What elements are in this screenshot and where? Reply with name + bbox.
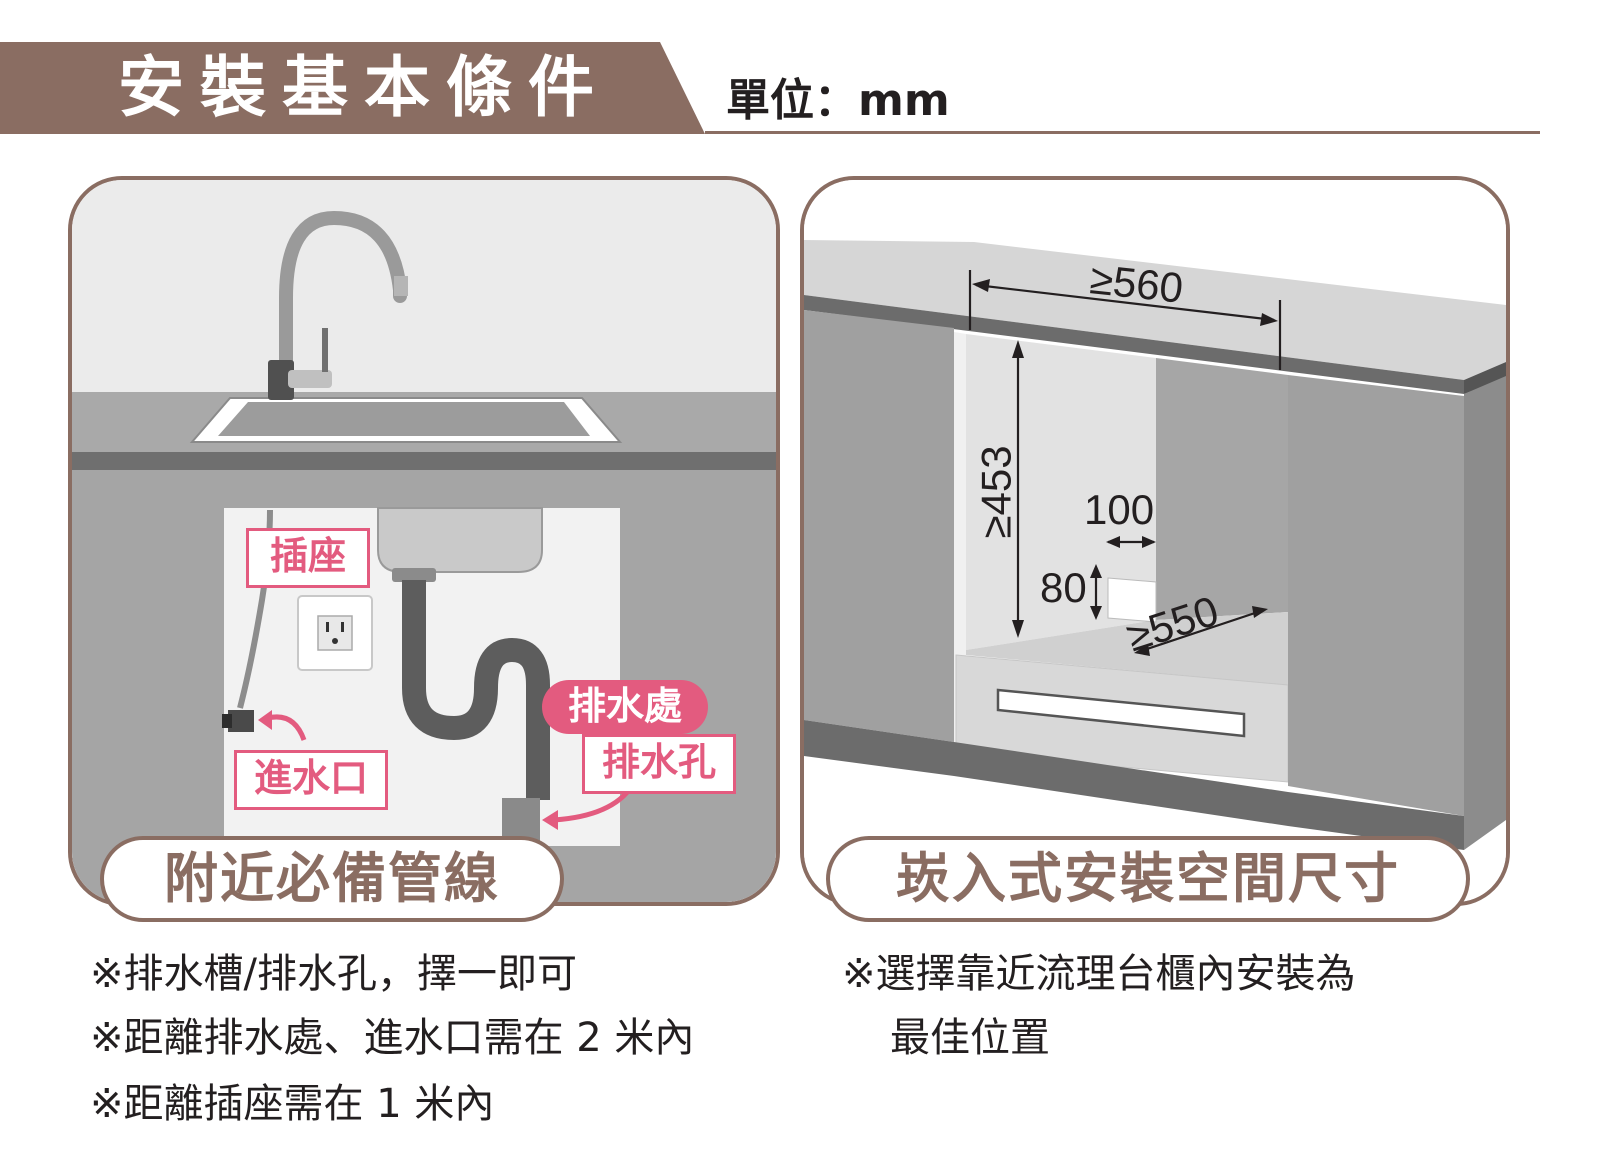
dimension-opening-height: 80	[1040, 564, 1087, 611]
drain-hole-label: 排水孔	[582, 734, 736, 794]
header-band	[0, 42, 705, 134]
installation-space-caption: 崁入式安裝空間尺寸	[826, 836, 1470, 922]
installation-space-panel: ≥560 ≥453 100 80 ≥550	[800, 176, 1510, 906]
drain-area-label: 排水處	[542, 680, 708, 734]
dimension-opening-width: 100	[1084, 486, 1155, 533]
plumbing-note-2: ※距離排水處、進水口需在 2 米內	[90, 1015, 695, 1061]
dimension-lines	[968, 270, 1282, 656]
water-inlet-label: 進水口	[234, 750, 388, 810]
outlet-label: 插座	[246, 528, 370, 588]
drain-pipe-icon	[402, 580, 550, 842]
plumbing-note-1: ※排水槽/排水孔，擇一即可	[90, 951, 577, 997]
faucet-icon	[268, 210, 408, 400]
plumbing-note-3: ※距離插座需在 1 米內	[90, 1081, 495, 1127]
water-inlet-valve-icon	[222, 710, 254, 732]
dimension-width: ≥560	[1087, 255, 1186, 312]
dimension-height: ≥453	[972, 445, 1020, 539]
header-divider	[705, 131, 1540, 134]
power-outlet-icon	[297, 595, 373, 671]
plumbing-panel: 插座 進水口 排水處 排水孔	[68, 176, 780, 906]
installation-note-2: 最佳位置	[890, 1015, 1050, 1061]
plumbing-caption: 附近必備管線	[100, 836, 564, 922]
installation-note-1: ※選擇靠近流理台櫃內安裝為	[842, 951, 1356, 997]
unit-label: 單位：mm	[726, 75, 950, 126]
cabinet-cutout-illustration	[804, 180, 1506, 902]
sink-icon	[189, 397, 623, 443]
page-title: 安裝基本條件	[118, 49, 610, 126]
